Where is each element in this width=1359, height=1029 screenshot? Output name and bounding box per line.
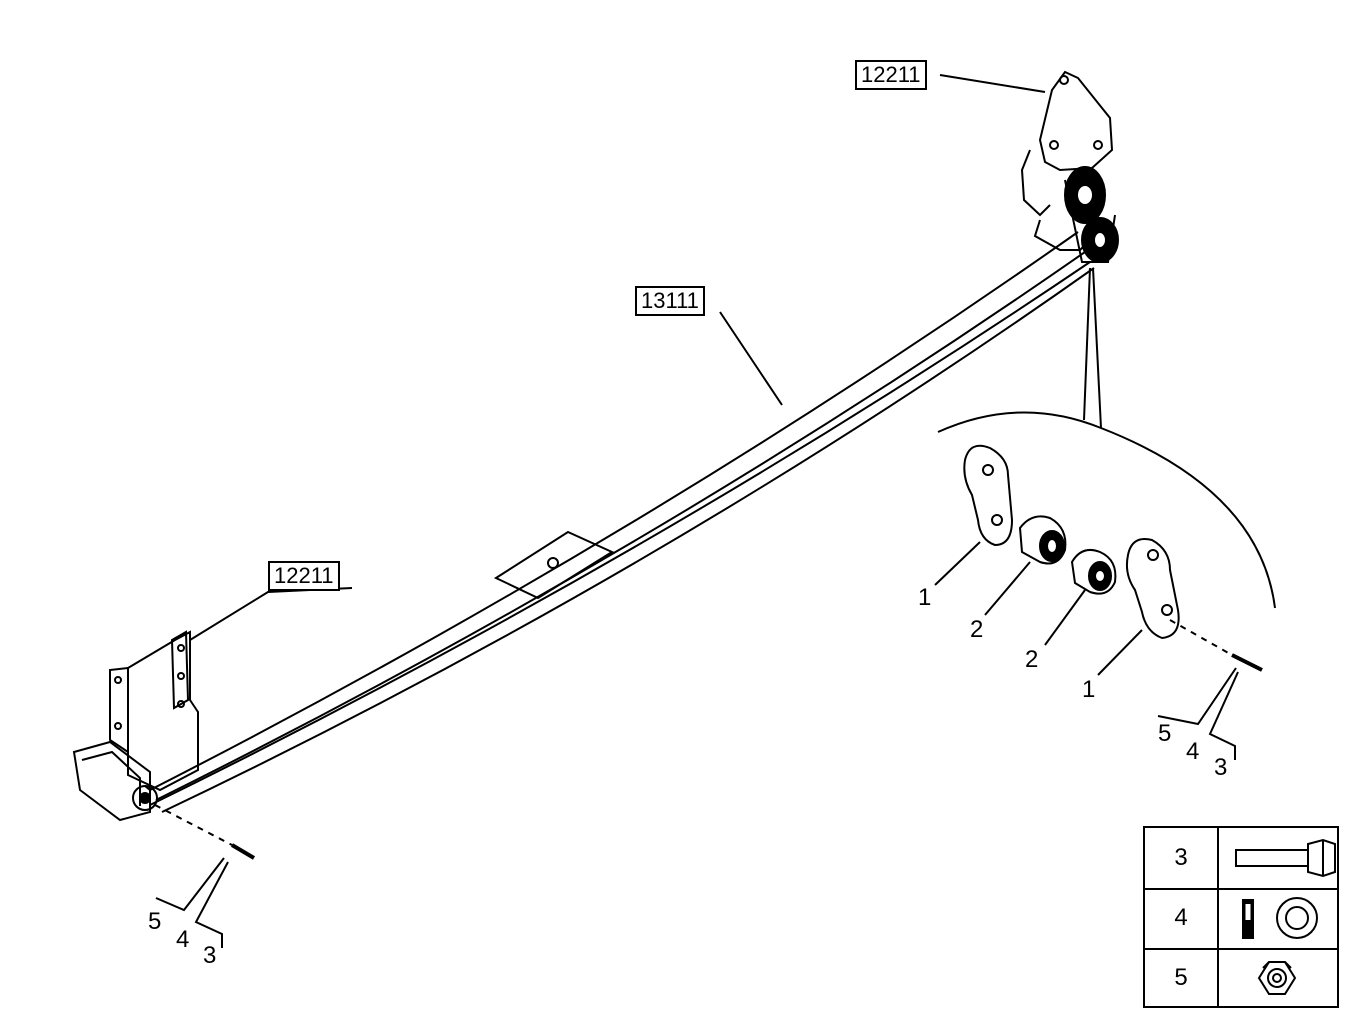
detail-bolt[interactable] [1169,619,1263,672]
shackle-plate-left[interactable] [963,444,1014,547]
callout-detail-4: 4 [1186,738,1200,765]
legend-washer-cell [1219,888,1337,948]
detail-callout-leaders [934,541,1239,760]
label-spring[interactable]: 13111 [635,286,705,316]
bolt-icon [1235,838,1336,878]
left-bolt[interactable] [154,804,256,860]
bushing-left[interactable] [1018,515,1067,565]
top-shackle-bracket[interactable] [1020,70,1119,263]
callout-plate-right: 1 [1082,676,1096,703]
legend-row-washer[interactable]: 4 [1145,888,1337,950]
leaf-spring[interactable] [149,231,1095,813]
detail-view-outline [937,267,1276,609]
callout-detail-5: 5 [1158,720,1172,747]
callout-plate-left: 1 [918,584,932,611]
legend-bolt-cell [1219,828,1337,888]
callout-left-5: 5 [148,908,162,935]
washer-icon [1242,897,1318,939]
callout-bushing-right: 2 [1025,646,1039,673]
legend-nut-cell [1219,948,1337,1008]
shackle-plate-right[interactable] [1125,538,1180,640]
legend-num-nut: 5 [1145,948,1219,1008]
callout-left-3: 3 [203,942,217,969]
callout-left-4: 4 [176,926,190,953]
left-hanger-bracket[interactable] [72,630,199,822]
label-bracket-top[interactable]: 12211 [855,60,927,90]
nut-icon [1257,961,1297,995]
left-callout-leaders [155,857,229,948]
legend-row-nut[interactable]: 5 [1145,948,1337,1008]
fastener-legend: 3 4 5 [1143,826,1339,1008]
legend-num-washer: 4 [1145,888,1219,948]
callout-detail-3: 3 [1214,754,1228,781]
callout-bushing-left: 2 [970,616,984,643]
bushing-right[interactable] [1070,549,1117,595]
reference-leaders [189,74,1046,641]
label-bracket-left[interactable]: 12211 [268,561,340,591]
legend-row-bolt[interactable]: 3 [1145,828,1337,890]
legend-num-bolt: 3 [1145,828,1219,888]
